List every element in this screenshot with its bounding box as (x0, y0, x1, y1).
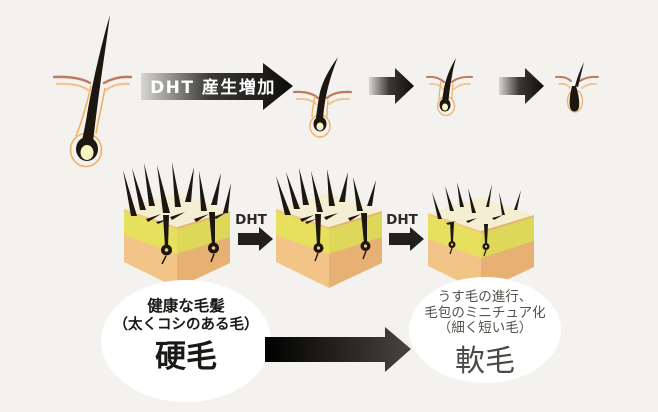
thinning-hair-bubble: うす毛の進行、 毛包のミニチュア化 （細く短い毛） 軟毛 (409, 277, 561, 383)
hair-follicle-large-icon (52, 15, 133, 168)
healthy-hair-line1: 健康な毛髪 (147, 296, 225, 315)
dht-step-2-label: DHT (386, 212, 419, 228)
dht-increase-arrow-label: DHT 産生増加 (150, 77, 276, 98)
hair-follicle-medium-icon (292, 57, 353, 138)
thinning-hair-bubble-shape (409, 277, 561, 383)
scalp-block-thinning-icon (276, 168, 382, 288)
scalp-block-healthy-icon (123, 162, 231, 288)
healthy-hair-title: 硬毛 (155, 339, 217, 375)
dht-step-2-arrow (389, 227, 424, 251)
healthy-hair-line2: （太くコシのある毛） (114, 315, 259, 333)
hard-to-soft-hair-arrow (265, 327, 411, 372)
thinning-hair-line1: うす毛の進行、 (438, 289, 533, 305)
dht-step-1: DHT (235, 212, 273, 251)
scalp-block-miniaturized-icon (428, 182, 534, 292)
progression-arrow-2 (499, 68, 544, 104)
thinning-hair-title: 軟毛 (455, 344, 515, 379)
progression-arrow-1 (369, 68, 414, 104)
hair-follicle-tiny-icon (555, 62, 599, 113)
healthy-hair-bubble: 健康な毛髪 （太くコシのある毛） 硬毛 (101, 280, 271, 402)
dht-step-1-arrow (238, 227, 273, 251)
dht-step-1-label: DHT (235, 212, 268, 228)
dht-increase-arrow: DHT 産生増加 (141, 63, 293, 110)
healthy-hair-bubble-shape (101, 280, 271, 402)
thinning-hair-line2: 毛包のミニチュア化 (424, 305, 545, 321)
dht-step-2: DHT (386, 212, 424, 251)
thinning-hair-line3: （細く短い毛） (438, 320, 533, 336)
hair-follicle-small-icon (426, 58, 473, 117)
